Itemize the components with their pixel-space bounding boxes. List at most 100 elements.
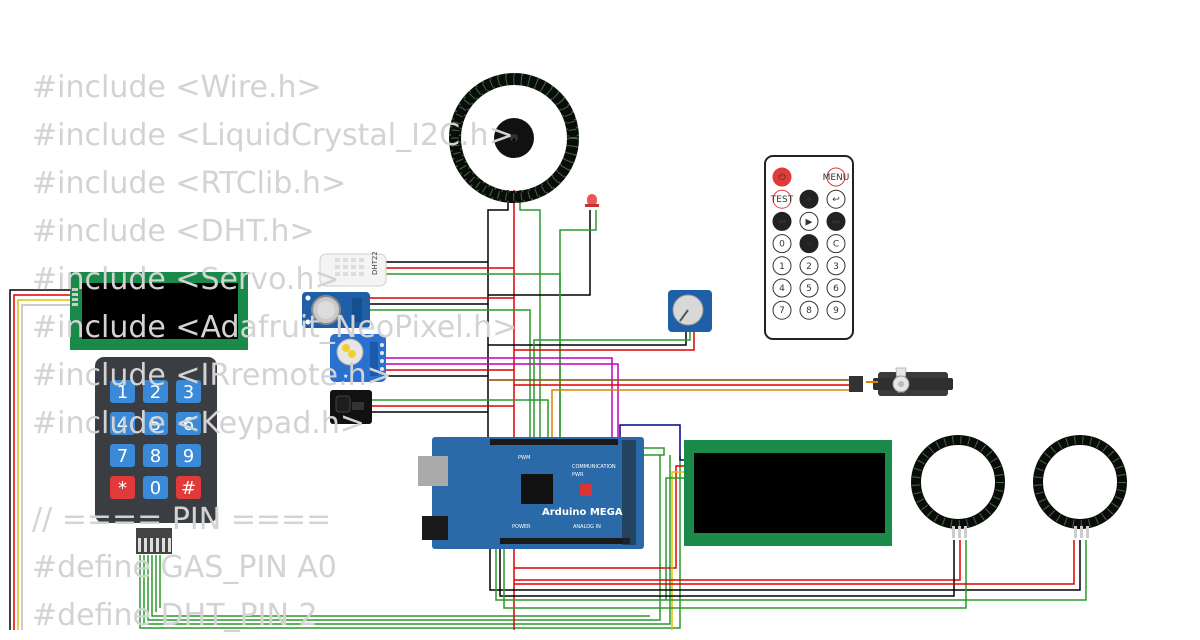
keypad-key-1[interactable]: 1	[110, 380, 135, 403]
remote-key-label: 3	[833, 262, 839, 272]
wire-ir-1	[372, 399, 549, 440]
wire-keypad-1	[139, 455, 681, 629]
remote-key-label: ⏻	[778, 172, 785, 183]
wire-lcd-black	[9, 289, 78, 630]
neopixel-ring-middle[interactable]	[911, 435, 1005, 538]
remote-key-label: 9	[833, 306, 839, 316]
remote-key-label: 2	[806, 262, 812, 272]
keypad-key-6[interactable]: 6	[176, 412, 201, 435]
red-led[interactable]	[585, 194, 599, 207]
remote-key[interactable]: ▶	[799, 211, 819, 231]
wire-lcd-white	[21, 304, 78, 630]
remote-key[interactable]: TEST	[770, 189, 794, 209]
keypad-key-9[interactable]: 9	[176, 444, 201, 467]
keypad-key-3[interactable]: 3	[176, 380, 201, 403]
wire-pot-2	[533, 330, 691, 440]
wire-led	[488, 210, 591, 296]
remote-key-label: 8	[806, 306, 812, 316]
remote-key[interactable]: 2	[799, 256, 819, 276]
keypad-key-4[interactable]: 4	[110, 412, 135, 435]
wire-rtc-1	[385, 357, 613, 440]
remote-key[interactable]: ⏻	[772, 167, 792, 187]
wire-keypad-3	[147, 455, 661, 621]
arduino-title: Arduino MEGA	[542, 507, 623, 518]
remote-key[interactable]: 8	[799, 300, 819, 320]
remote-key[interactable]: 3	[826, 256, 846, 276]
buzzer[interactable]	[494, 118, 534, 158]
remote-key[interactable]: ⏭	[826, 211, 846, 231]
keypad-key-8[interactable]: 8	[143, 444, 168, 467]
remote-key[interactable]: ↩	[826, 189, 846, 209]
remote-key[interactable]: ⏮	[772, 211, 792, 231]
wire-lcd-red	[13, 294, 78, 630]
rtc-module[interactable]: ★	[330, 334, 386, 382]
wire-rtc-2	[385, 363, 619, 440]
dht22-label: DHT22	[371, 251, 379, 275]
remote-key[interactable]: MENU	[823, 167, 850, 187]
potentiometer[interactable]	[668, 290, 712, 332]
arduino-pwr-label: PWR	[572, 472, 584, 478]
remote-key[interactable]: C	[826, 234, 846, 254]
wire-gas-3	[370, 309, 531, 440]
arduino-mega-board[interactable]: Arduino MEGA PWM COMMUNICATION PWR POWER…	[418, 437, 644, 549]
remote-key[interactable]: 1	[772, 256, 792, 276]
keypad-key-label: 9	[183, 446, 194, 467]
remote-key[interactable]: +	[799, 189, 819, 209]
remote-key-label: 6	[833, 284, 839, 294]
dht22-sensor[interactable]: DHT22	[319, 251, 387, 287]
remote-key[interactable]: 6	[826, 278, 846, 298]
remote-key[interactable]: 0	[772, 234, 792, 254]
remote-key[interactable]: 4	[772, 278, 792, 298]
keypad-key-label: #	[181, 478, 196, 499]
remote-key-label: 0	[779, 240, 785, 250]
lcd-display-left[interactable]	[70, 272, 248, 350]
gas-sensor[interactable]	[302, 292, 370, 328]
wire-mega-bottom-7	[514, 540, 1075, 585]
wire-lcd2-4	[665, 477, 688, 600]
remote-key-label: ⏭	[832, 217, 840, 227]
keypad-key-5[interactable]: 5	[143, 412, 168, 435]
keypad-key-7[interactable]: 7	[110, 444, 135, 467]
keypad-key-label: 7	[117, 446, 128, 467]
wire-pot-1	[488, 330, 687, 346]
ir-remote[interactable]: ⏻ MENU TEST + ↩ ⏮ ▶ ⏭ 0 − C 1 2 3 4 5 6 7 8 9	[764, 155, 854, 340]
arduino-comm-label: COMMUNICATION	[572, 464, 616, 470]
keypad-key-label: *	[118, 478, 127, 499]
keypad-key-label: 3	[183, 382, 194, 403]
remote-key-label: 4	[779, 284, 785, 294]
ir-receiver[interactable]	[330, 390, 372, 424]
wire-keypad-2	[143, 455, 671, 625]
remote-key-label: MENU	[823, 173, 850, 183]
remote-key[interactable]: −	[799, 234, 819, 254]
remote-key-label: ↩	[832, 195, 840, 205]
lcd-display-right[interactable]	[684, 440, 892, 546]
keypad-key-label: 4	[117, 414, 128, 435]
remote-key-label: +	[805, 195, 813, 205]
wire-mega-bottom-5	[499, 540, 955, 597]
wire-lcd2-3	[671, 471, 688, 630]
neopixel-ring-right[interactable]	[1033, 435, 1127, 538]
remote-key-label: TEST	[770, 195, 794, 205]
arduino-pwm-label: PWM	[518, 455, 530, 461]
servo-motor[interactable]	[849, 367, 953, 396]
wire-pot-3	[514, 330, 695, 351]
neopixel-ring-top[interactable]	[449, 73, 579, 203]
keypad-key-2[interactable]: 2	[143, 380, 168, 403]
keypad-key-0[interactable]: 0	[143, 476, 168, 499]
remote-key[interactable]: 7	[772, 300, 792, 320]
remote-key[interactable]: 9	[826, 300, 846, 320]
remote-key-label: −	[805, 240, 813, 250]
remote-key[interactable]: 5	[799, 278, 819, 298]
wire-mega-bottom-4	[495, 540, 1087, 601]
keypad-key-star[interactable]: *	[110, 476, 135, 499]
wire-mega-bottom-3	[514, 540, 961, 581]
arduino-power-label: POWER	[512, 524, 531, 530]
wire-servo-3	[551, 389, 855, 440]
keypad-key-hash[interactable]: #	[176, 476, 201, 499]
keypad-key-label: 8	[150, 446, 161, 467]
wire-lcd-yellow	[17, 299, 78, 630]
wire-mega-bottom-6	[503, 540, 967, 609]
